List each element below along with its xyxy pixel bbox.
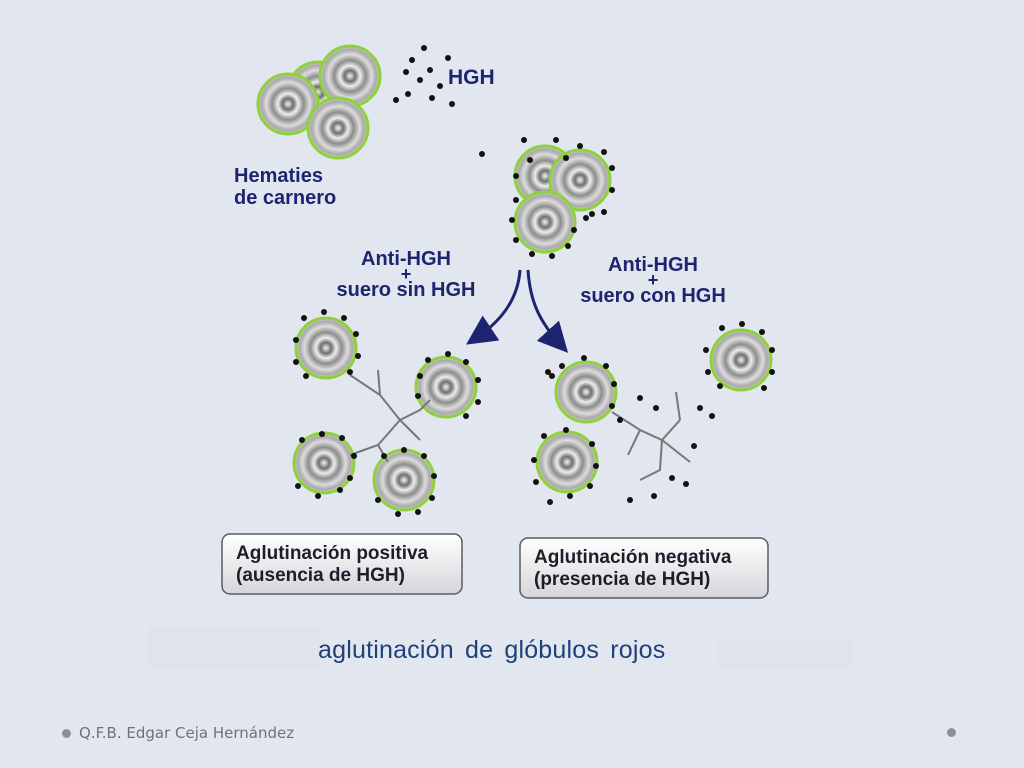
caption-mask-left [148,626,320,668]
slide-caption: aglutinación de glóbulos rojos [318,636,666,664]
sensitized-dots [479,137,615,259]
svg-text:suero con HGH: suero con HGH [580,285,726,307]
positive-result-line1: Aglutinación positiva [236,543,429,564]
left-reagent-label: Anti-HGH + suero sin HGH [337,248,476,301]
hematies-label-line2: de carnero [234,187,336,209]
negative-agglutination-cells [535,328,773,494]
footer-bullet-icon [62,728,71,738]
caption-mask-right [718,640,852,668]
right-reagent-label: Anti-HGH + suero con HGH [580,254,726,307]
positive-result-line2: (ausencia de HGH) [236,565,405,586]
positive-antibodies [349,369,431,463]
footer-right-bullet-icon [947,728,956,737]
negative-result-box: Aglutinación negativa (presencia de HGH) [519,537,769,599]
svg-text:Anti-HGH: Anti-HGH [361,248,451,270]
svg-text:suero sin HGH: suero sin HGH [337,279,476,301]
negative-result-line1: Aglutinación negativa [534,547,732,568]
negative-result-line2: (presencia de HGH) [534,569,710,590]
svg-text:+: + [401,264,412,284]
hgh-label: HGH [448,66,495,89]
positive-agglutination-cells [292,316,478,512]
hematies-label-line1: Hematies [234,165,323,187]
positive-result-box: Aglutinación positiva (ausencia de HGH) [221,533,463,595]
svg-text:Anti-HGH: Anti-HGH [608,254,698,276]
svg-text:+: + [648,270,659,290]
split-arrows [466,269,569,353]
slide-footer: Q.F.B. Edgar Ceja Hernández [62,724,294,742]
footer-author: Q.F.B. Edgar Ceja Hernández [79,724,295,742]
positive-dots [293,309,481,517]
negative-dots [531,321,775,505]
hgh-molecules [393,45,455,107]
negative-antibodies [611,391,691,481]
sheep-rbc-cluster [256,44,382,160]
